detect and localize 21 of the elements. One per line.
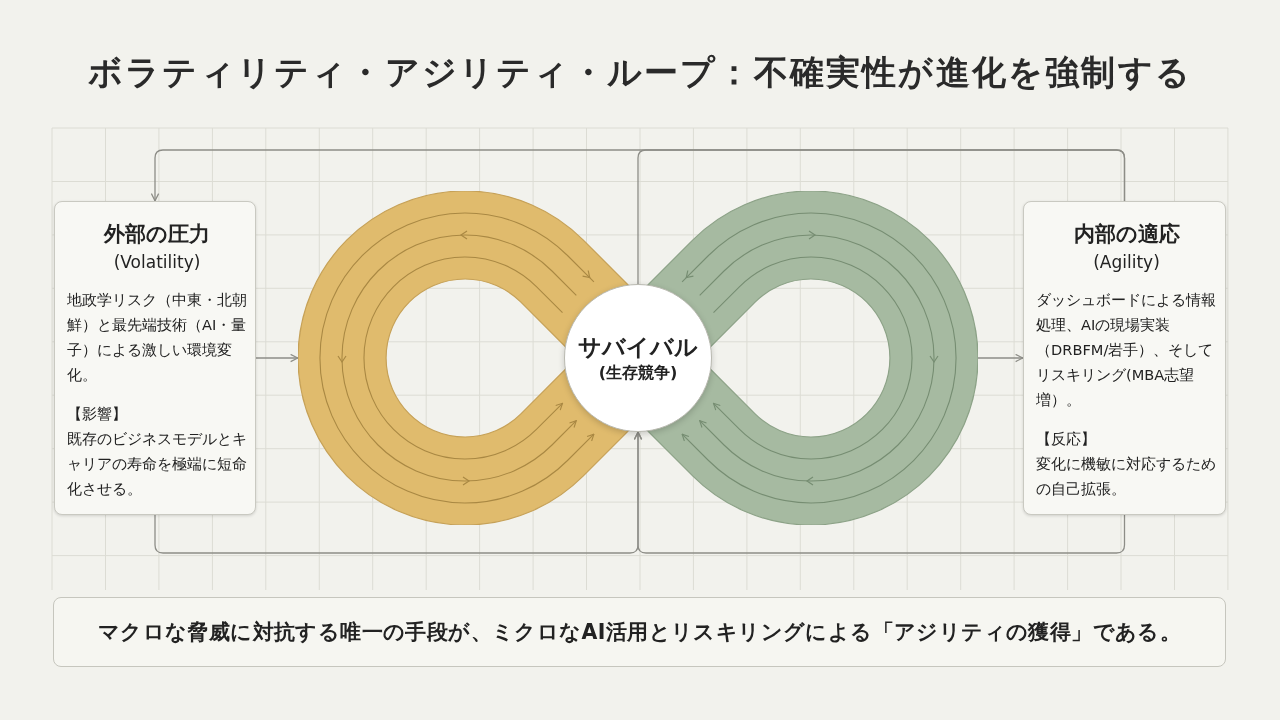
- connector-arrow: [255, 353, 299, 363]
- page-title: ボラティリティ・アジリティ・ループ：不確実性が進化を強制する: [87, 51, 1193, 94]
- circle-title: サバイバル: [578, 333, 698, 362]
- connector-arrow: [633, 431, 1126, 554]
- card-heading: 内部の適応: [1072, 221, 1181, 248]
- card-text: ダッシュボードによる情報処理、AIの現場実装（DRBFM/岩手）、そしてリスキリング(MBA志望増）。: [1036, 290, 1217, 410]
- summary-box: [53, 597, 1226, 667]
- card-text: 既存のビジネスモデルとキャリアの寿命を極端に短命化させる。: [67, 429, 247, 499]
- circle-subtitle: (生存競争): [597, 362, 679, 384]
- section-label: 【影響】: [67, 404, 128, 424]
- connector-line: [637, 149, 1126, 285]
- text-card: [54, 201, 256, 515]
- card-subheading: (Agility): [1092, 251, 1161, 274]
- connector-arrow: [977, 353, 1024, 363]
- card-text: 変化に機敏に対応するための自己拡張。: [1036, 454, 1217, 499]
- card-heading: 外部の圧力: [102, 221, 211, 248]
- summary-text: マクロな脅威に対抗する唯一の手段が、ミクロなAI活用とリスキリングによる「アジリティの獲得」である。: [97, 619, 1182, 646]
- section-label: 【反応】: [1036, 429, 1097, 449]
- card-text: 地政学リスク（中東・北朝鮮）と最先端技術（AI・量子）による激しい環境変化。: [67, 290, 247, 385]
- text-card: [1023, 201, 1226, 515]
- card-subheading: (Volatility): [112, 251, 202, 274]
